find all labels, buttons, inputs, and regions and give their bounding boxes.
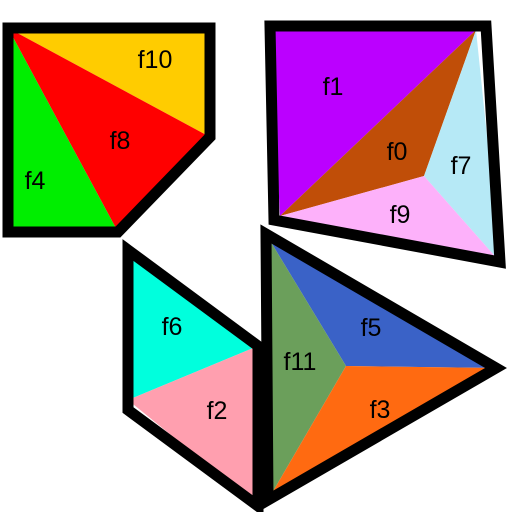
face-f11 xyxy=(266,234,346,500)
group-top-right: f1 f0 f7 f9 xyxy=(264,20,506,269)
label-f11: f11 xyxy=(284,348,317,376)
label-f9: f9 xyxy=(390,201,411,229)
face-f6 xyxy=(128,250,258,400)
label-f7: f7 xyxy=(451,152,472,180)
label-f8: f8 xyxy=(110,127,131,155)
group-top-left: f10 f8 f4 xyxy=(2,22,216,238)
label-f4: f4 xyxy=(25,167,46,195)
label-f3: f3 xyxy=(370,396,391,424)
face-f4 xyxy=(8,28,118,232)
face-f7 xyxy=(424,30,500,262)
label-f6: f6 xyxy=(162,313,183,341)
group-top-right-outline xyxy=(264,20,506,269)
face-f8 xyxy=(8,28,210,232)
label-f2: f2 xyxy=(207,397,228,425)
label-f1: f1 xyxy=(323,73,344,101)
face-f1 xyxy=(270,26,476,216)
face-f2 xyxy=(128,346,258,506)
group-top-left-outline xyxy=(2,22,216,238)
face-f9 xyxy=(280,176,500,262)
group-bottom-right: f5 f11 f3 xyxy=(260,224,507,510)
label-f5: f5 xyxy=(361,314,382,342)
label-f0: f0 xyxy=(387,138,408,166)
group-bottom-left: f6 f2 xyxy=(122,239,264,512)
face-f0 xyxy=(280,30,476,216)
group-bottom-left-outline xyxy=(122,239,264,512)
label-f10: f10 xyxy=(138,46,173,74)
group-bottom-right-outline xyxy=(260,224,507,510)
